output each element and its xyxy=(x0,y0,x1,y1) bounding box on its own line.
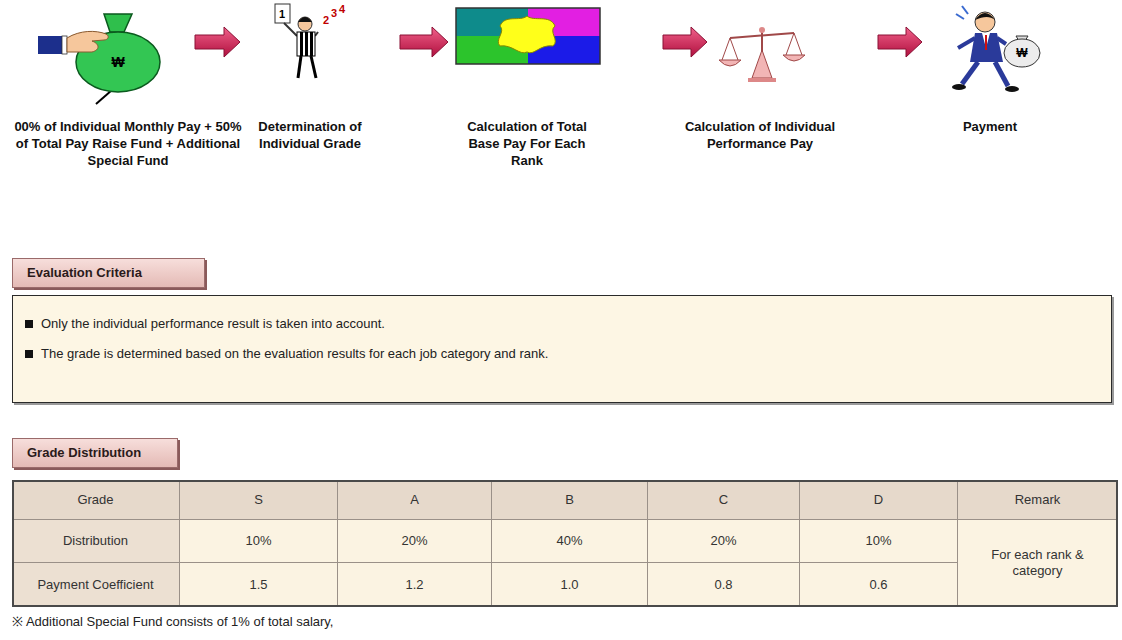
flow-arrow xyxy=(878,27,922,57)
icon-label-holder: 2 xyxy=(323,14,329,27)
section-title: Evaluation Criteria xyxy=(27,265,190,281)
flow-arrow xyxy=(195,27,240,57)
table-cell-text: C xyxy=(719,492,728,508)
section-tab: Evaluation Criteria xyxy=(12,258,205,288)
bullet-square xyxy=(25,320,33,328)
referee-icon xyxy=(275,4,318,78)
grade-table: Grade S A B C D RemarkDistribution 10% 20% 40% 20%… xyxy=(12,480,1118,607)
step-caption: Payment xyxy=(935,118,1045,135)
table-cell: 1.2 xyxy=(338,563,492,607)
table-cell: 1.0 xyxy=(492,563,648,607)
puzzle-icon xyxy=(456,8,600,64)
table-cell-text: 20% xyxy=(710,533,736,549)
table-cell: D xyxy=(800,480,958,520)
step-caption: Calculation of Individual Performance Pa… xyxy=(665,118,855,152)
table-cell: Distribution xyxy=(12,520,180,563)
table-cell-text: For each rank & category xyxy=(982,547,1094,579)
icon-symbol: ₩ xyxy=(1016,46,1027,60)
icon-symbol: 3 xyxy=(331,7,337,20)
table-cell-text: 10% xyxy=(865,533,891,549)
table-cell: Payment Coefficient xyxy=(12,563,180,607)
step-caption: 00% of Individual Monthly Pay + 50% of T… xyxy=(12,118,244,169)
process-step: Calculation of Total Base Pay For Each R… xyxy=(448,5,663,85)
bullet-text-holder: Only the individual performance result i… xyxy=(41,316,1099,332)
table-cell-text: A xyxy=(410,492,419,508)
icon-label-holder: 4 xyxy=(339,3,345,16)
bullet-square xyxy=(25,350,33,358)
flow-arrow xyxy=(663,27,707,57)
footnote: ※ Additional Special Fund consists of 1%… xyxy=(12,614,333,630)
table-cell: 1.5 xyxy=(180,563,338,607)
icon-symbol: ₩ xyxy=(111,54,124,70)
table-cell: 20% xyxy=(338,520,492,563)
table-cell: 0.8 xyxy=(648,563,800,607)
table-cell: 10% xyxy=(800,520,958,563)
criteria-panel: Only the individual performance result i… xyxy=(12,295,1112,403)
bullet-text: The grade is determined based on the eva… xyxy=(41,346,1099,362)
table-cell: 40% xyxy=(492,520,648,563)
table-cell: Grade xyxy=(12,480,180,520)
step-caption-holder: 00% of Individual Monthly Pay + 50% of T… xyxy=(12,118,244,169)
money-bag-icon xyxy=(38,14,160,104)
step-caption-holder: Determination of Individual Grade xyxy=(250,118,370,152)
step-caption-holder: Calculation of Total Base Pay For Each R… xyxy=(462,118,592,169)
table-cell: 10% xyxy=(180,520,338,563)
table-cell: 0.6 xyxy=(800,563,958,607)
step-caption: Determination of Individual Grade xyxy=(250,118,370,152)
table-cell: C xyxy=(648,480,800,520)
table-cell: S xyxy=(180,480,338,520)
table-cell-text: 0.8 xyxy=(714,577,732,593)
icon-label-holder: 3 xyxy=(331,7,337,20)
running-man-icon xyxy=(952,6,1040,92)
table-cell-text: 1.5 xyxy=(249,577,267,593)
table-cell: B xyxy=(492,480,648,520)
icon-label-holder: ₩ xyxy=(1016,46,1027,60)
icon-symbol: 1 xyxy=(279,8,285,21)
table-cell-text: D xyxy=(874,492,883,508)
flow-arrow xyxy=(400,27,448,57)
table-cell-text: Payment Coefficient xyxy=(37,577,153,593)
scales-icon xyxy=(719,27,805,82)
step-caption: Calculation of Total Base Pay For Each R… xyxy=(462,118,592,169)
table-cell-text: S xyxy=(254,492,263,508)
table-cell-text: 1.2 xyxy=(405,577,423,593)
process-step: Payment xyxy=(922,5,1062,95)
bullet-text-holder: The grade is determined based on the eva… xyxy=(41,346,1099,362)
table-cell: 20% xyxy=(648,520,800,563)
table-cell-text: 1.0 xyxy=(560,577,578,593)
step-caption-holder: Calculation of Individual Performance Pa… xyxy=(665,118,855,152)
process-step: Determination of Individual Grade xyxy=(240,5,400,95)
table-cell: A xyxy=(338,480,492,520)
footnote-holder: ※ Additional Special Fund consists of 1%… xyxy=(12,614,333,630)
process-step: Calculation of Individual Performance Pa… xyxy=(707,15,878,95)
table-cell-text: Remark xyxy=(1015,492,1061,508)
table-cell-text: B xyxy=(565,492,574,508)
icon-symbol: 4 xyxy=(339,3,345,16)
table-cell: Remark xyxy=(958,480,1118,520)
step-caption-holder: Payment xyxy=(935,118,1045,135)
table-cell-text: 0.6 xyxy=(869,577,887,593)
section-tab: Grade Distribution xyxy=(12,438,178,468)
section-title: Grade Distribution xyxy=(27,445,163,461)
table-cell-text: 10% xyxy=(245,533,271,549)
icon-label-holder: ₩ xyxy=(111,54,124,70)
table-cell-text: 40% xyxy=(556,533,582,549)
table-cell-text: Distribution xyxy=(63,533,128,549)
icon-label-holder: 1 xyxy=(279,8,285,21)
process-step: 00% of Individual Monthly Pay + 50% of T… xyxy=(35,5,195,100)
table-cell: For each rank & category xyxy=(958,520,1118,607)
icon-symbol: 2 xyxy=(323,14,329,27)
bullet-text: Only the individual performance result i… xyxy=(41,316,1099,332)
table-cell-text: 20% xyxy=(401,533,427,549)
table-cell-text: Grade xyxy=(77,492,113,508)
